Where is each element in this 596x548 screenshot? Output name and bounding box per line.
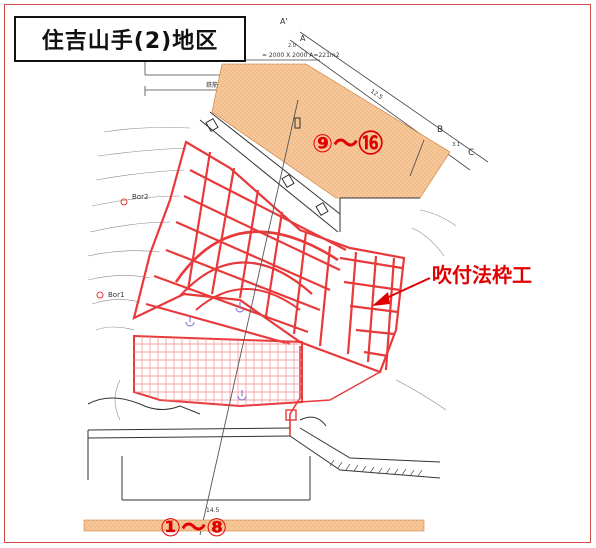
page-title: 住吉山手(2)地区	[41, 29, 219, 54]
anchor-work-strip-lower	[83, 519, 425, 532]
section-c-label: C	[468, 148, 474, 158]
road-edge-hatch	[329, 459, 423, 477]
dim-small-2: 3.1	[452, 142, 460, 148]
section-b-label: B	[437, 125, 443, 135]
section-b-tick	[409, 139, 425, 177]
borehole-1-label: Bor1	[108, 291, 124, 299]
drain-symbols	[185, 302, 247, 401]
callout-label: 吹付法枠工	[432, 263, 532, 287]
section-a-label: A	[300, 34, 306, 43]
range-label-lower: ①～⑧	[160, 513, 228, 542]
section-a-prime-label: A'	[280, 17, 288, 26]
road-and-ground	[87, 397, 441, 501]
section-line	[199, 99, 299, 536]
title-box: 住吉山手(2)地区	[14, 16, 246, 62]
dim-upper-label: 12.5	[369, 88, 384, 101]
contour-lines	[87, 127, 457, 421]
lattice-frame-work	[132, 140, 406, 436]
borehole-marks	[96, 198, 128, 299]
range-label-upper: ⑨～⑯	[312, 129, 384, 158]
borehole-2-label: Bor2	[132, 193, 148, 201]
dim-lower-label: 14.5	[206, 507, 220, 514]
dim-small-1: 2.0	[288, 43, 296, 49]
callout-arrow	[372, 277, 431, 306]
retaining-wall-lines	[199, 111, 420, 233]
figure-border	[4, 4, 591, 543]
spec-note: = 2000 X 2000 A=221m2	[262, 52, 340, 59]
lower-grid-zone	[133, 334, 303, 408]
